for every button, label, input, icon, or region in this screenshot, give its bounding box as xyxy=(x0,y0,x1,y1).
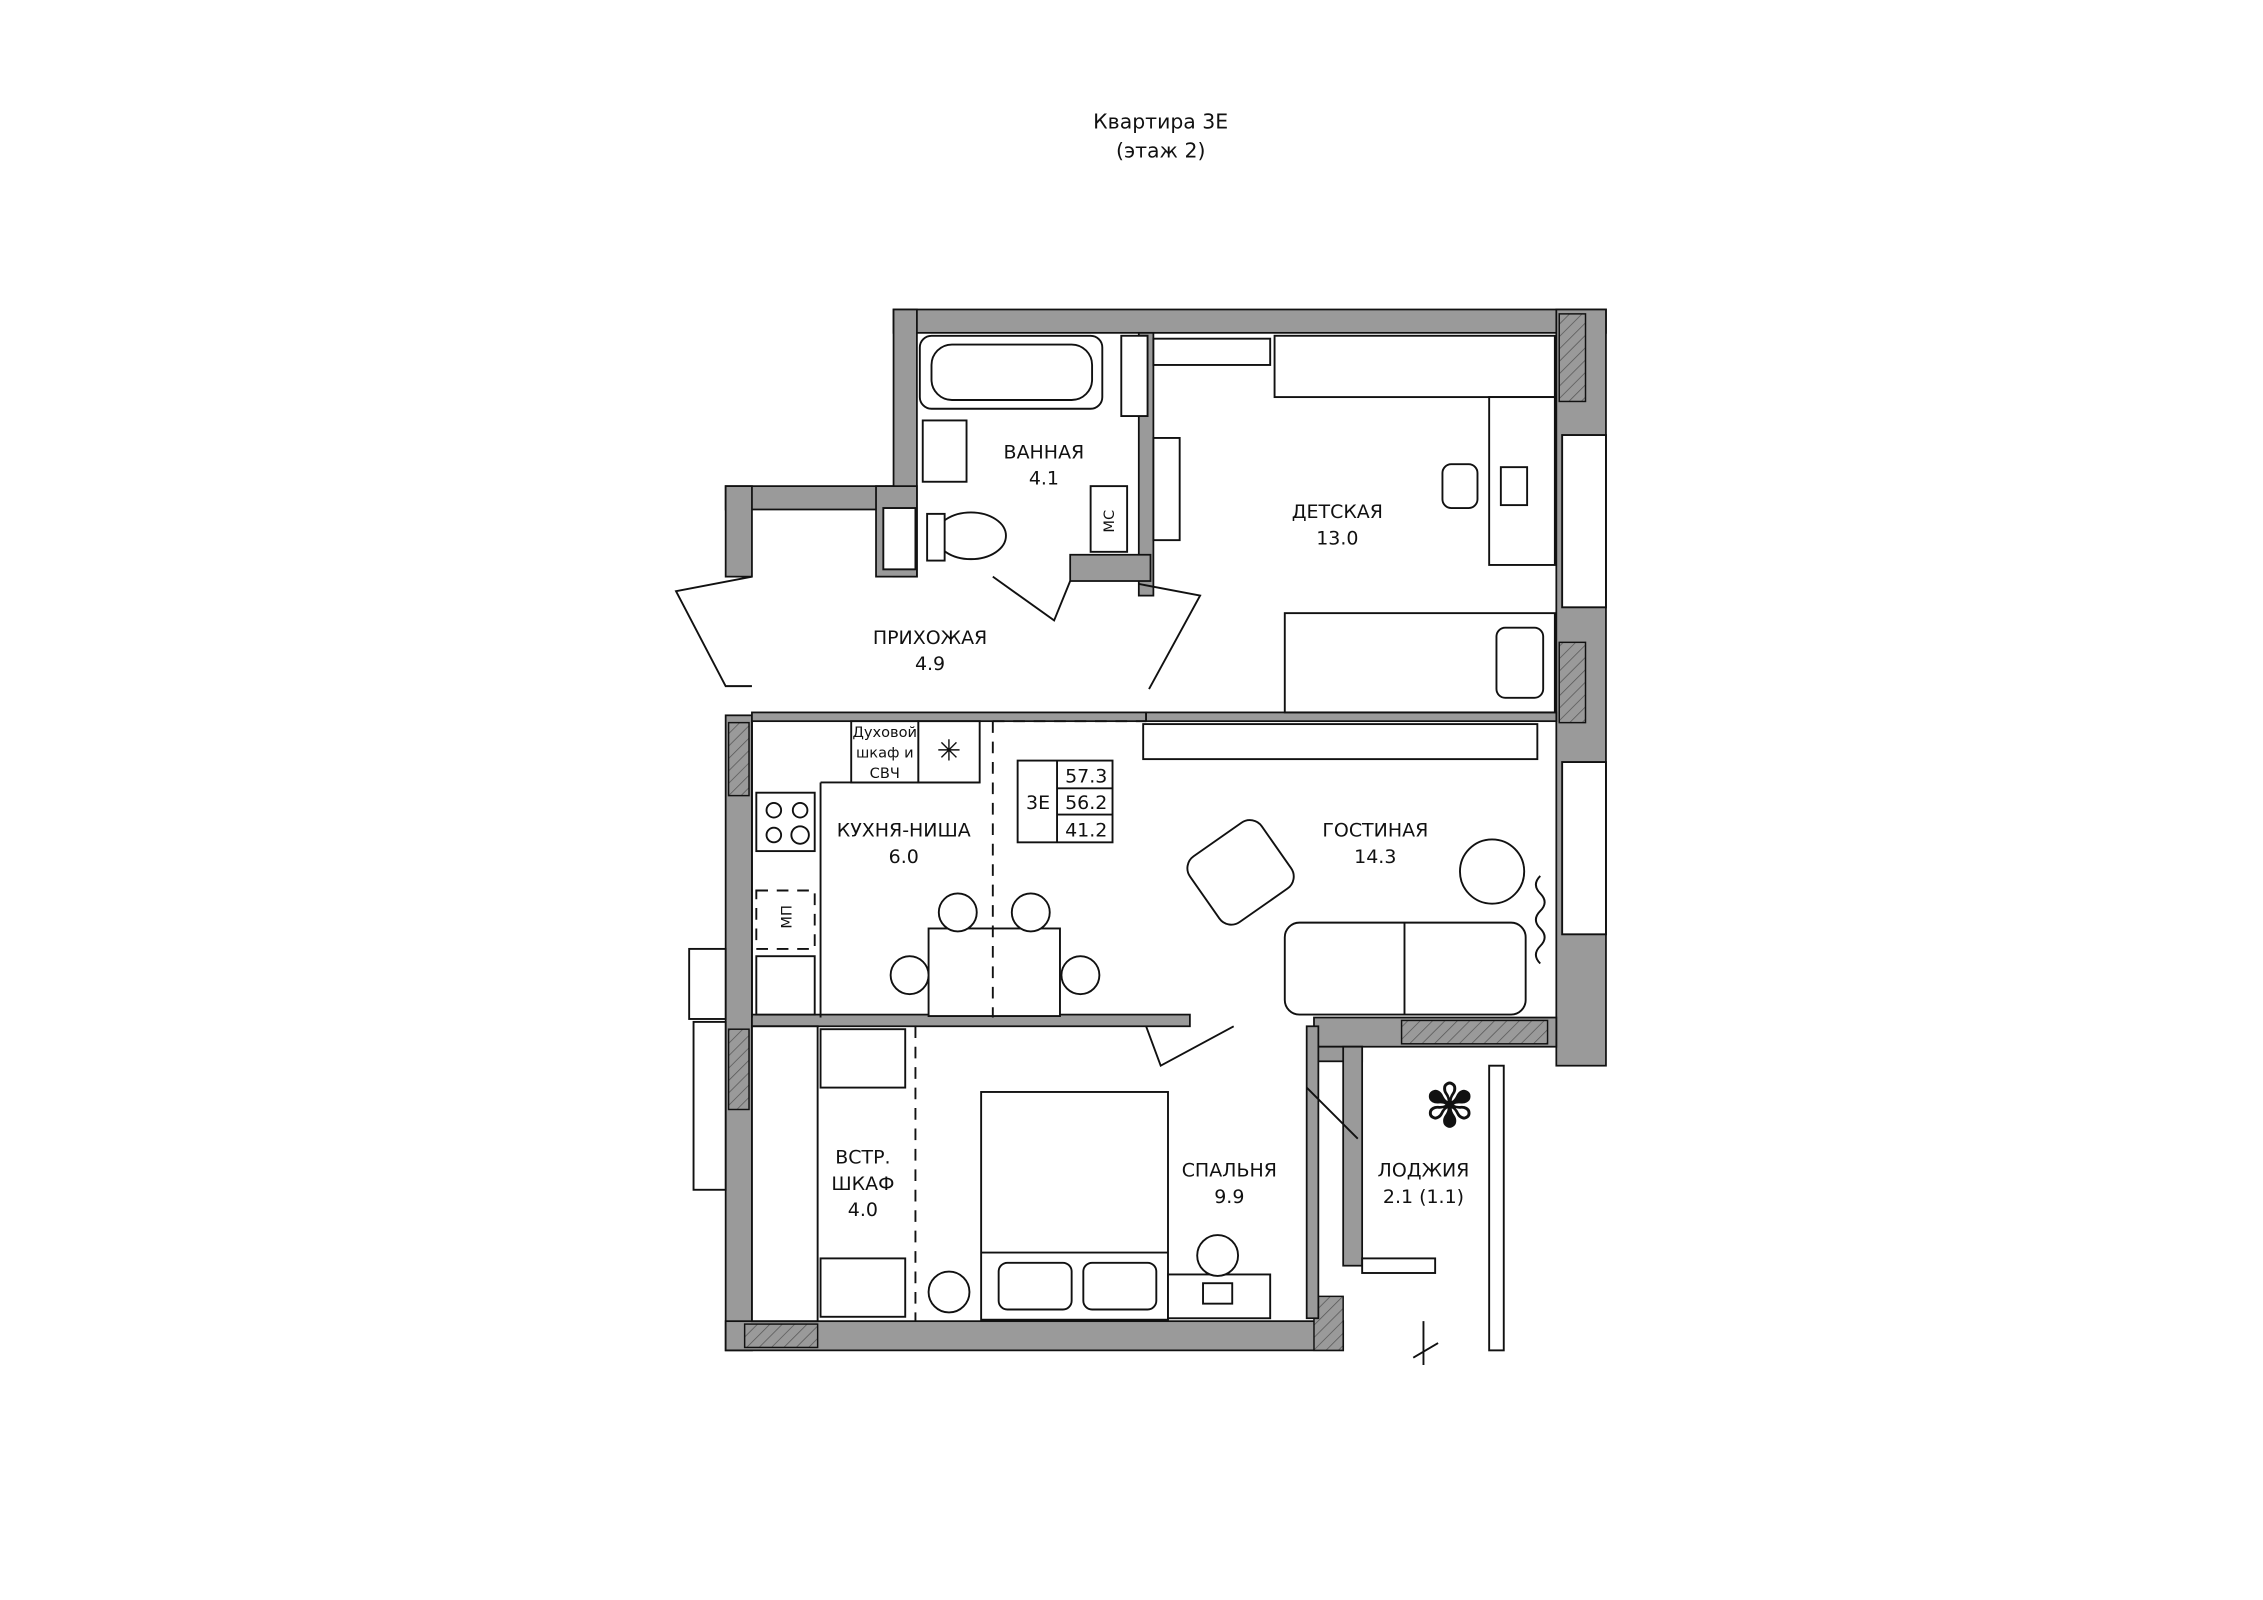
kitchen-fixtures: Духовой шкаф и СВЧ ✳ МП xyxy=(750,720,1147,1018)
room-name-bedroom: СПАЛЬНЯ xyxy=(1182,1160,1277,1182)
summary-box: 3Е 57.3 56.2 41.2 xyxy=(1016,759,1114,844)
bathroom-fixtures: МС xyxy=(882,334,1149,571)
room-name-living: ГОСТИНАЯ xyxy=(1322,819,1428,841)
doors xyxy=(674,575,1439,1365)
room-area-kitchen: 6.0 xyxy=(889,846,919,868)
plan-title: Квартира 3Е xyxy=(1093,109,1228,133)
total-area: 57.3 xyxy=(1065,765,1107,787)
room-name-loggia: ЛОДЖИЯ xyxy=(1378,1160,1470,1182)
living-furniture xyxy=(1186,819,1546,1016)
closet-name-1: ВСТР. xyxy=(835,1147,890,1169)
room-area-kids: 13.0 xyxy=(1316,528,1358,550)
oven-label-3: СВЧ xyxy=(870,765,900,782)
oven-label-1: Духовой xyxy=(853,724,918,741)
living-area: 41.2 xyxy=(1065,819,1107,841)
room-labels: ВАННАЯ 4.1 ДЕТСКАЯ 13.0 ПРИХОЖАЯ 4.9 КУХ… xyxy=(831,441,1469,1221)
kids-furniture xyxy=(1142,334,1556,761)
ms-label: МС xyxy=(1101,510,1118,533)
plan-floor: (этаж 2) xyxy=(1116,139,1205,163)
mp-label: МП xyxy=(778,905,795,929)
room-name-kitchen: КУХНЯ-НИША xyxy=(837,819,971,841)
closet-area: 4.0 xyxy=(848,1199,878,1221)
room-area-loggia: 2.1 (1.1) xyxy=(1383,1186,1464,1208)
apartment-code: 3Е xyxy=(1026,792,1050,814)
room-area-bathroom: 4.1 xyxy=(1029,468,1059,490)
closet-name-2: ШКАФ xyxy=(831,1173,894,1195)
oven-label-2: шкаф и xyxy=(856,745,914,762)
room-name-kids: ДЕТСКАЯ xyxy=(1292,501,1383,523)
room-name-bathroom: ВАННАЯ xyxy=(1004,441,1085,463)
area-without-loggia: 56.2 xyxy=(1065,792,1107,814)
room-area-living: 14.3 xyxy=(1354,846,1396,868)
room-area-bedroom: 9.9 xyxy=(1214,1186,1244,1208)
bedroom-furniture xyxy=(927,1091,1272,1321)
closet-fixtures xyxy=(750,1025,917,1323)
fridge-icon: ✳ xyxy=(937,734,961,768)
room-name-hall: ПРИХОЖАЯ xyxy=(873,627,987,649)
plant-icon: ✾ xyxy=(1424,1071,1475,1142)
room-area-hall: 4.9 xyxy=(915,653,945,675)
